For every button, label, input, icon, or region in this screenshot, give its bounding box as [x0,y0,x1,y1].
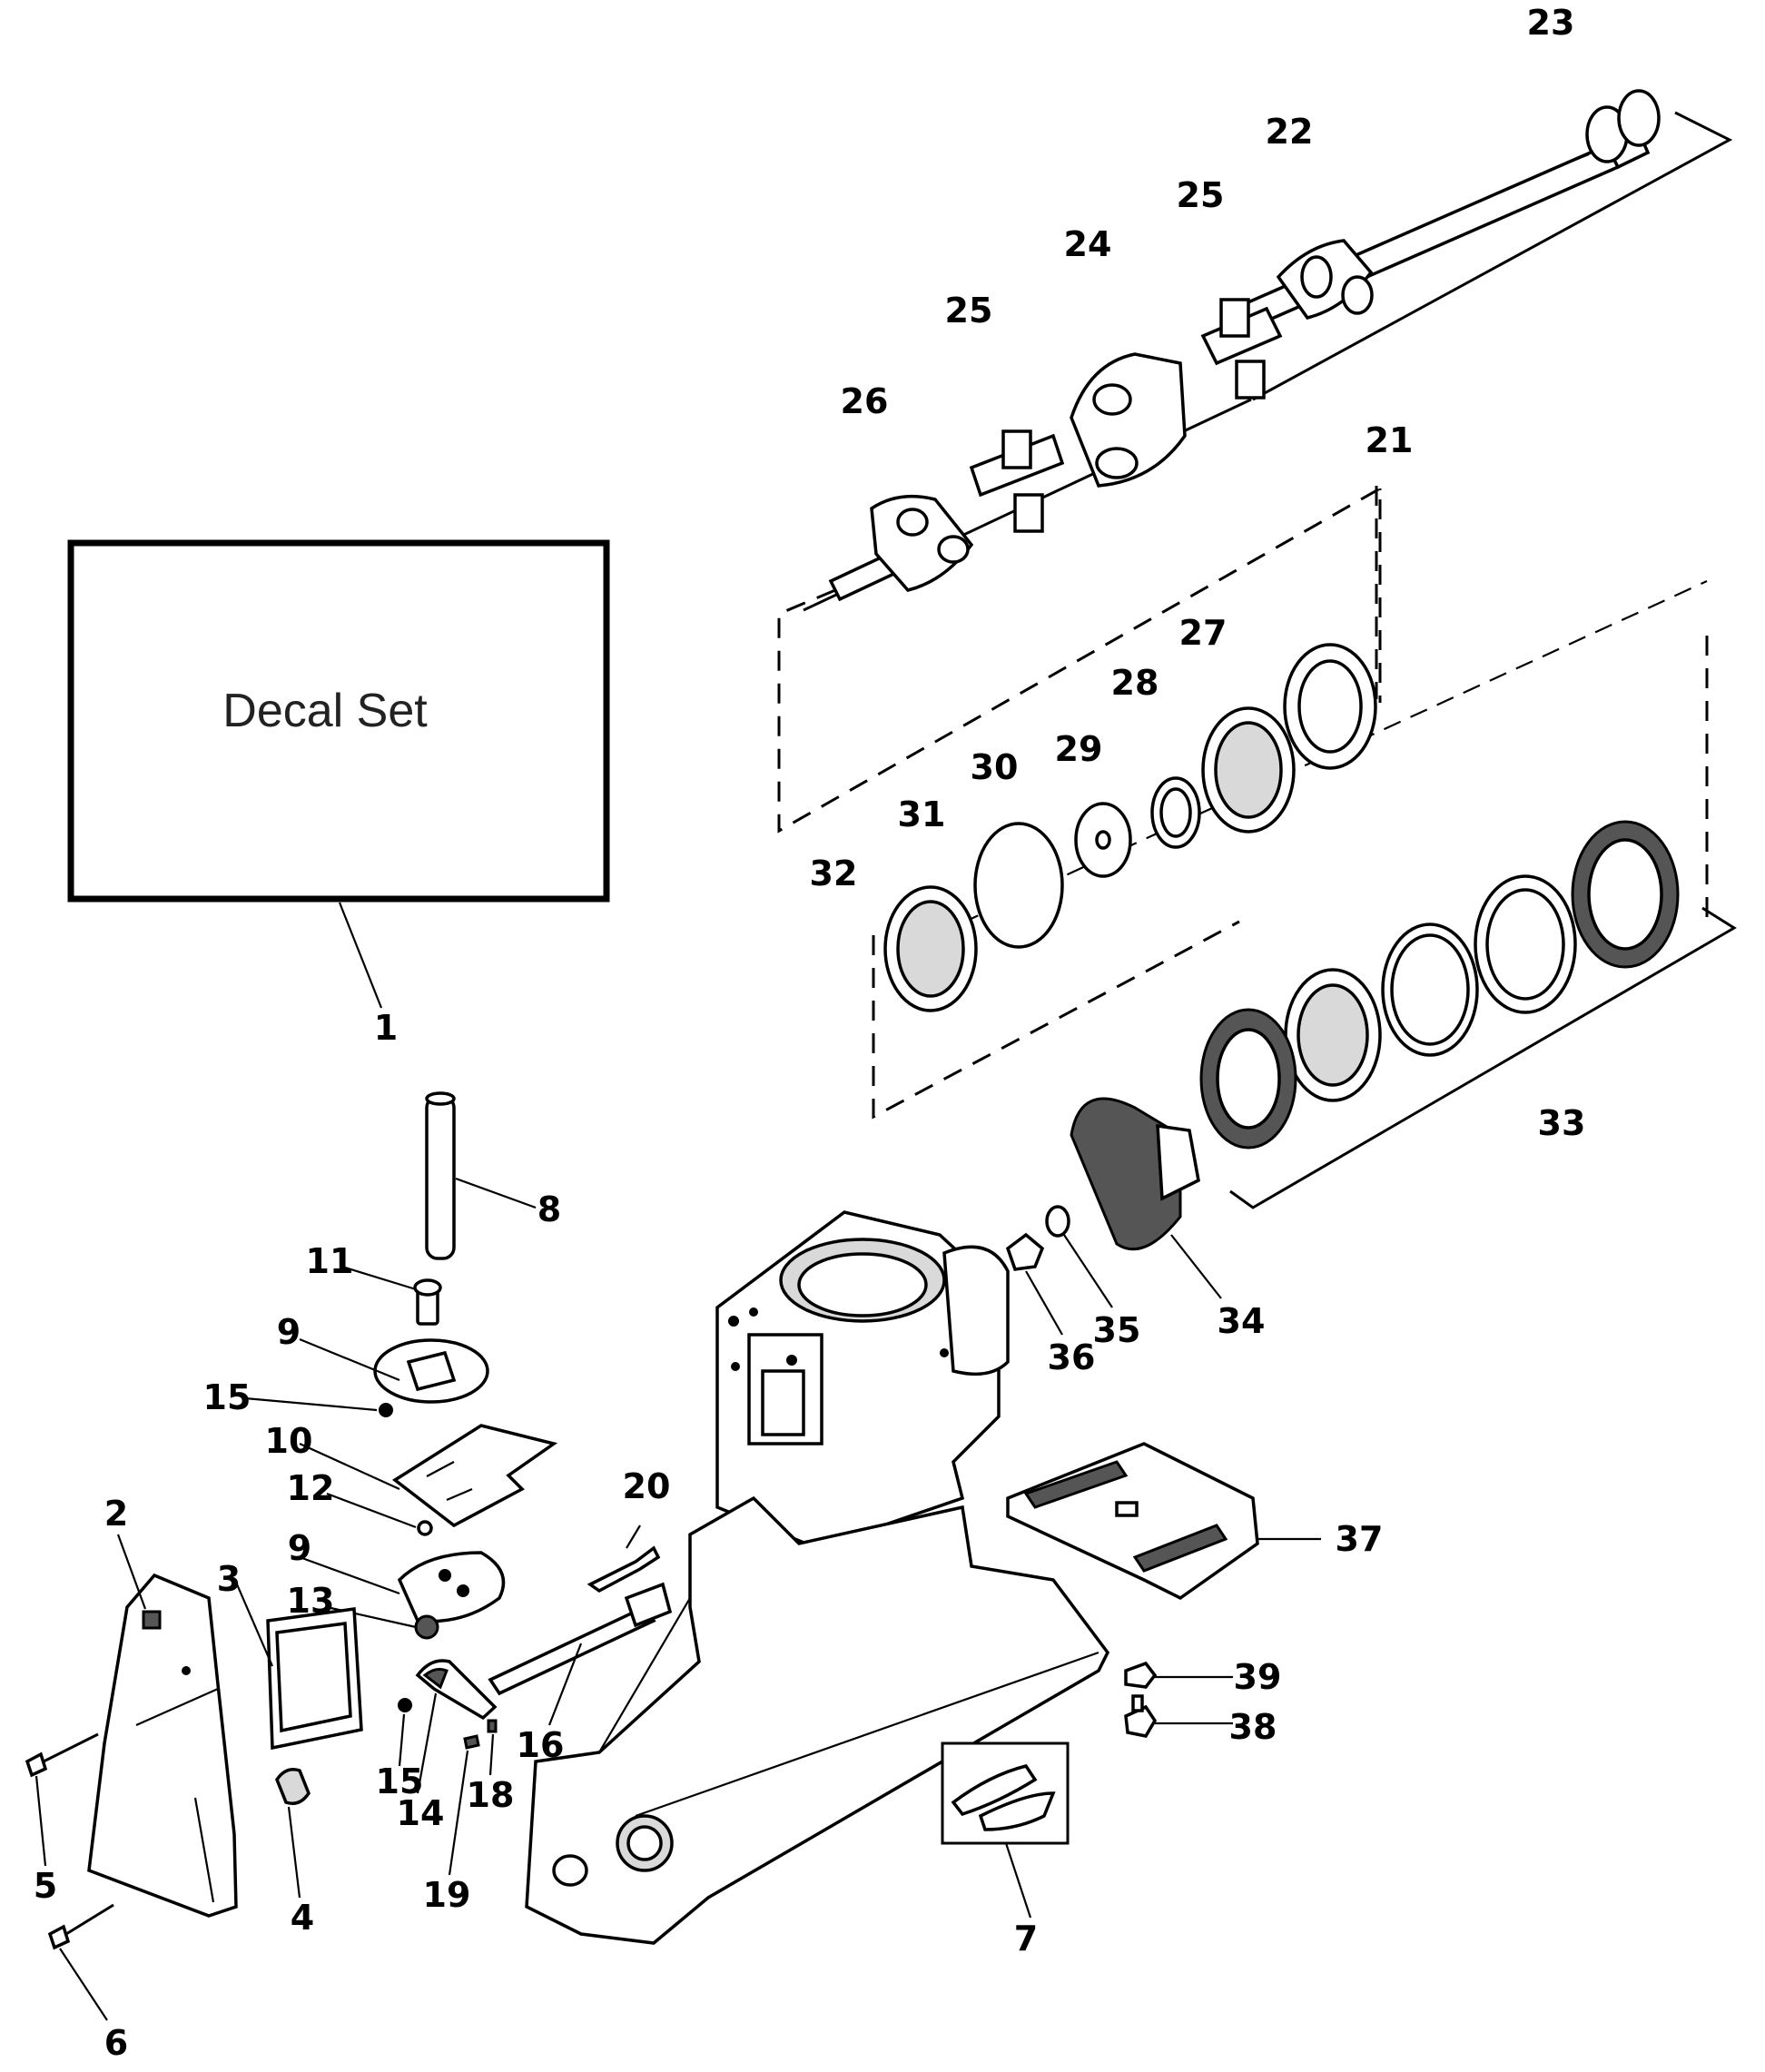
callout-26: 26 [841,381,889,421]
callout-23: 23 [1527,3,1575,43]
callout-36: 36 [1048,1337,1096,1377]
callout-18: 18 [467,1775,515,1815]
callout-4: 4 [291,1898,314,1938]
callout-22: 22 [1266,112,1314,152]
input-yoke [828,494,974,602]
callout-labels: 1 2 3 4 5 6 7 8 9 9 10 11 12 13 14 15 15… [34,3,1586,2063]
decal-set-label: Decal Set [222,685,428,737]
callout-10: 10 [265,1421,313,1461]
callout-19: 19 [423,1875,471,1915]
callout-15a: 15 [203,1377,251,1417]
callout-8: 8 [537,1189,561,1229]
callout-7: 7 [1014,1919,1038,1959]
callout-21: 21 [1366,420,1414,460]
callout-16: 16 [517,1725,565,1765]
callout-39: 39 [1234,1657,1282,1697]
callout-20: 20 [623,1466,671,1506]
callout-32: 32 [810,853,858,893]
callout-6: 6 [104,2023,128,2063]
driveshaft-housing [525,1495,1110,1945]
driveshaft-assembly [777,89,1733,834]
callout-33: 33 [1538,1103,1586,1143]
u-joint-upper [1200,298,1283,400]
callout-24: 24 [1064,224,1112,264]
callout-14: 14 [397,1793,445,1833]
callout-11: 11 [306,1241,354,1281]
screw-nut-group [1124,1661,1233,1738]
callout-28: 28 [1111,663,1159,703]
callout-38: 38 [1229,1707,1277,1747]
shift-linkage-parts [244,1091,673,1876]
callout-15b: 15 [376,1761,424,1801]
callout-2: 2 [104,1494,128,1534]
callout-25a: 25 [1177,175,1225,215]
callout-37: 37 [1336,1519,1384,1559]
decal-set-box: Decal Set [67,539,610,903]
center-yoke [1070,352,1187,488]
callout-13: 13 [287,1581,335,1621]
callout-1: 1 [374,1008,398,1048]
callout-29: 29 [1055,729,1103,769]
callout-34: 34 [1218,1301,1266,1341]
callout-5: 5 [34,1866,57,1906]
callout-3: 3 [217,1559,241,1599]
callout-31: 31 [898,794,946,834]
gear-housing [715,1210,1010,1550]
gasket-kit-box [941,1741,1070,1919]
output-shaft [1241,129,1651,330]
bearing-seal-stack [872,580,1737,1209]
callout-9a: 9 [277,1312,301,1352]
callout-27: 27 [1179,613,1228,653]
anode-plate [1006,1442,1321,1601]
callout-25b: 25 [945,291,993,331]
pinion-gear-group [1005,1097,1222,1336]
callout-30: 30 [971,747,1019,787]
callout-9b: 9 [288,1528,311,1568]
callout-35: 35 [1093,1310,1141,1350]
u-joint-lower [969,429,1065,533]
cover-and-gasket [25,902,383,2021]
callout-12: 12 [287,1468,335,1508]
